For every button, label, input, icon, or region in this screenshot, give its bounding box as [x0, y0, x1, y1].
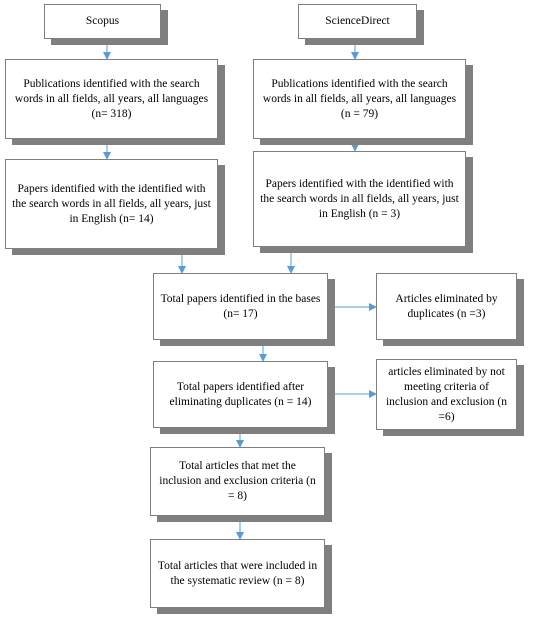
- sciencedirect-english-papers-box: Papers identified with the identified wi…: [253, 151, 466, 247]
- sciencedirect-box: ScienceDirect: [298, 4, 417, 39]
- criteria-eliminated-box: articles eliminated by not meeting crite…: [376, 359, 517, 430]
- after-duplicates-box: Total papers identified after eliminatin…: [153, 361, 328, 428]
- duplicates-eliminated-box: Articles eliminated by duplicates (n =3): [376, 273, 517, 340]
- scopus-box: Scopus: [44, 4, 161, 39]
- met-criteria-box: Total articles that met the inclusion an…: [150, 447, 325, 516]
- sciencedirect-publications-box: Publications identified with the search …: [253, 59, 466, 139]
- scopus-publications-box: Publications identified with the search …: [5, 59, 218, 139]
- scopus-english-papers-box: Papers identified with the identified wi…: [5, 159, 218, 249]
- included-review-box: Total articles that were included in the…: [150, 539, 325, 608]
- total-papers-bases-box: Total papers identified in the bases (n=…: [153, 273, 328, 340]
